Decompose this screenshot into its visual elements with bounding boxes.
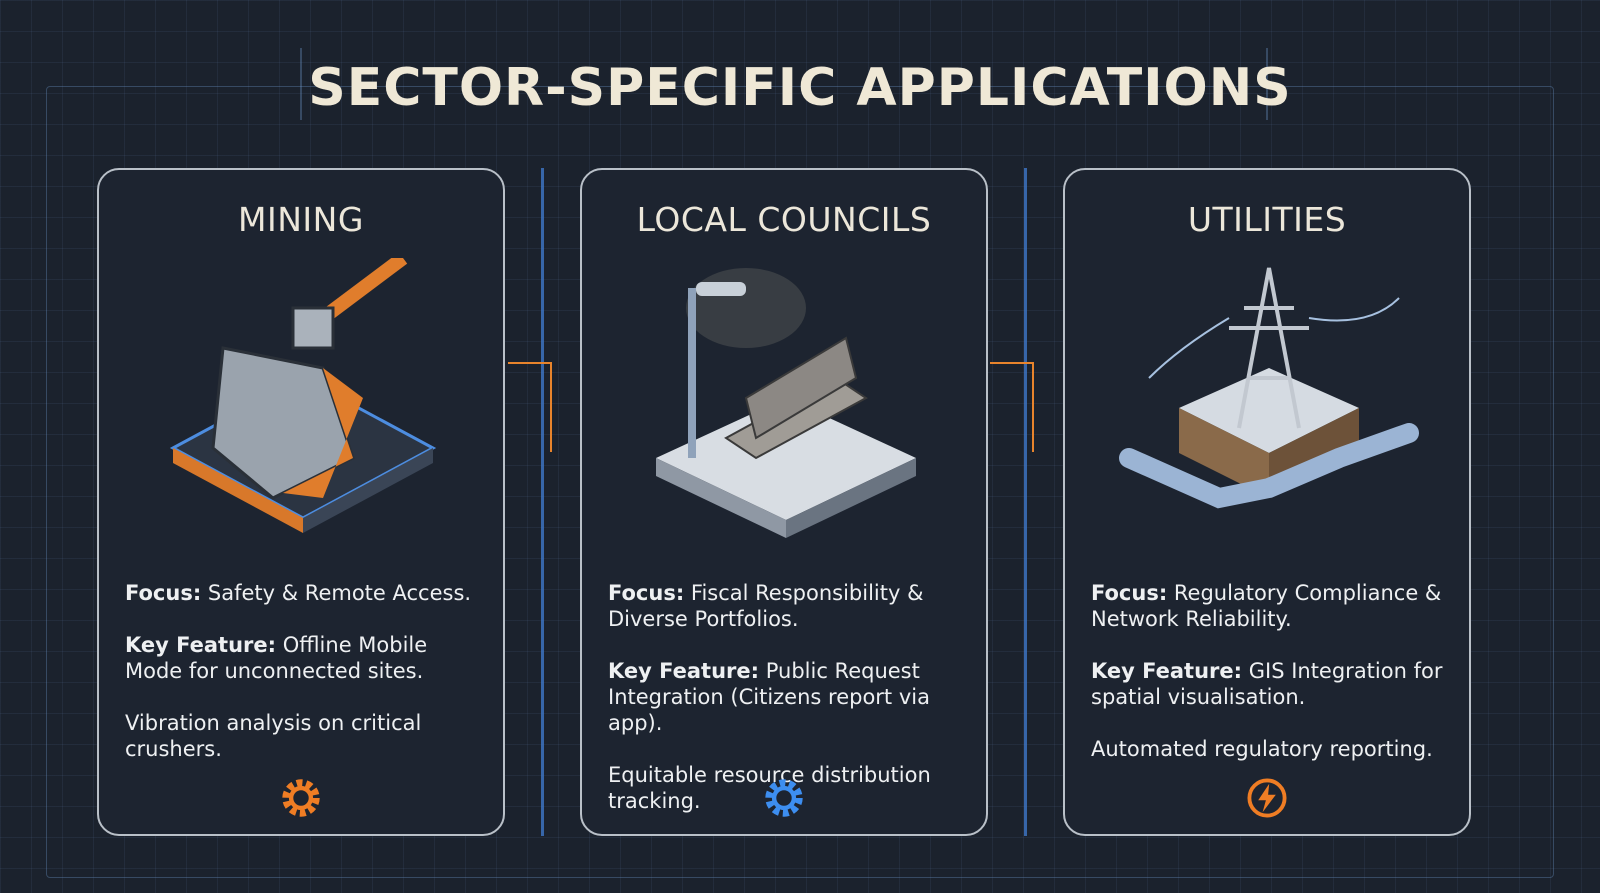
lightning-icon — [1247, 778, 1287, 818]
title-bracket-right — [1266, 48, 1268, 120]
extra-text: Vibration analysis on critical crushers. — [125, 711, 422, 761]
card-mining: MINING Focus: Safety & Remote Access. Ke… — [97, 168, 505, 836]
key-feature-text: Key Feature: Public Request Integration … — [608, 659, 930, 735]
gear-icon — [282, 779, 320, 817]
connector-wire — [990, 362, 1034, 452]
card-local-councils: LOCAL COUNCILS Focus: Fiscal Responsibil… — [580, 168, 988, 836]
focus-text: Focus: Regulatory Compliance & Network R… — [1091, 581, 1442, 631]
gear-icon — [765, 779, 803, 817]
extra-text: Equitable resource distribution tracking… — [608, 763, 931, 813]
connector-wire — [508, 362, 552, 452]
focus-text: Focus: Safety & Remote Access. — [125, 581, 472, 605]
card-title: MINING — [238, 200, 364, 239]
key-feature-text: Key Feature: GIS Integration for spatial… — [1091, 659, 1443, 709]
focus-text: Focus: Fiscal Responsibility & Diverse P… — [608, 581, 924, 631]
key-feature-text: Key Feature: Offline Mobile Mode for unc… — [125, 633, 428, 683]
card-utilities: UTILITIES Focus: Regulatory Compliance &… — [1063, 168, 1471, 836]
streetlamp-bench-illustration — [656, 268, 916, 538]
card-title: UTILITIES — [1187, 200, 1347, 239]
extra-text: Automated regulatory reporting. — [1091, 737, 1433, 761]
divider-line — [541, 168, 544, 836]
title-bracket-left — [300, 48, 302, 120]
power-pylon-illustration — [1119, 267, 1419, 509]
card-title: LOCAL COUNCILS — [636, 200, 932, 239]
divider-line — [1024, 168, 1027, 836]
excavator-bucket-illustration — [169, 258, 437, 533]
blueprint-frame — [46, 86, 1554, 878]
page-title: SECTOR-SPECIFIC APPLICATIONS — [308, 58, 1292, 118]
